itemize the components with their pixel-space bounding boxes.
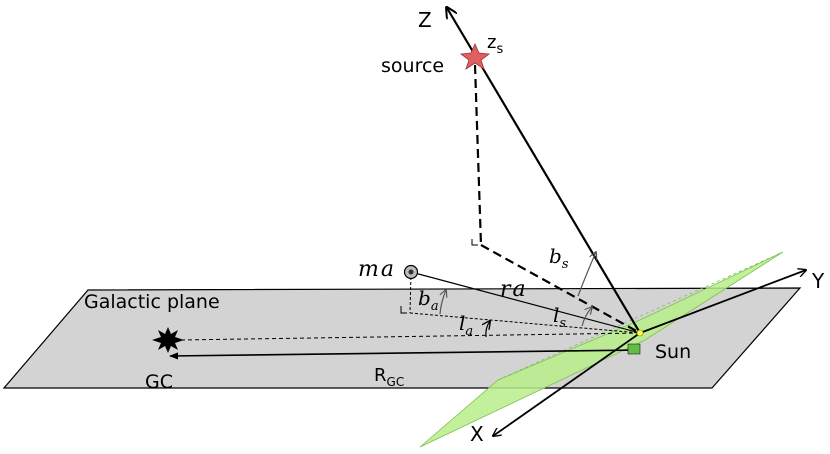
l-a-arc (486, 321, 490, 338)
l-s-label: ls (553, 303, 566, 331)
source-projection-dashed (480, 244, 641, 334)
m-a-marker-center (408, 269, 414, 275)
b-a-arc (439, 290, 446, 315)
source-star-icon (459, 43, 491, 70)
m-a-label: ma (358, 257, 394, 282)
green-plane-fold (497, 251, 784, 381)
r-gc-label: RGC (374, 365, 404, 389)
b-s-label: bs (549, 244, 569, 272)
b-a-label: ba (418, 286, 439, 314)
sun-label: Sun (655, 341, 691, 363)
gc-label: GC (145, 371, 173, 393)
m-a-projection-dashed (409, 312, 641, 334)
galactic-plane-label: Galactic plane (84, 291, 220, 313)
y-axis (639, 270, 806, 334)
source-label: source (381, 55, 444, 77)
x-axis (493, 332, 641, 436)
source-right-angle (471, 239, 478, 246)
l-a-label: la (459, 311, 473, 339)
galactic-plane (2, 287, 802, 389)
r-a-label: ra (500, 277, 526, 302)
b-s-arc (577, 252, 596, 297)
sun-right-angle-marker (627, 343, 641, 355)
green-plane (419, 251, 784, 448)
z-axis-label: Z (418, 8, 432, 32)
y-axis-label: Y (811, 269, 825, 293)
r-gc-arrow (169, 349, 641, 360)
m-a-right-angle (400, 306, 407, 314)
l-s-arc (581, 307, 592, 327)
z-s-label: zs (487, 32, 503, 57)
source-vertical-dashed (473, 64, 483, 246)
x-axis-label: X (470, 422, 484, 446)
sun-marker (636, 329, 644, 337)
gc-burst-icon (152, 327, 184, 353)
r-a-line (410, 271, 641, 334)
